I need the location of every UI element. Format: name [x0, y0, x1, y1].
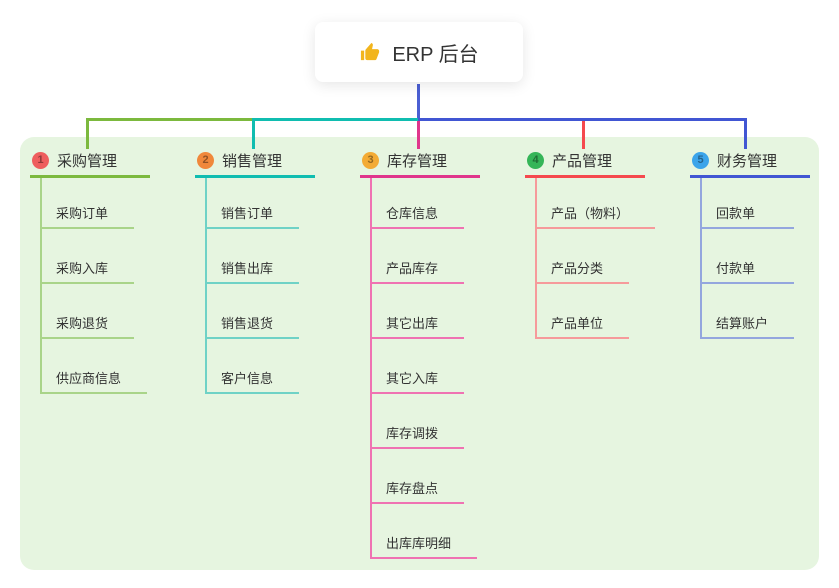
connector-line: [86, 118, 254, 121]
branch-5: 5 财务管理回款单付款单结算账户: [690, 146, 810, 339]
priority-badge-icon: 1: [32, 152, 49, 169]
item-node[interactable]: 库存调拨: [372, 394, 465, 449]
connector-line: [252, 118, 255, 149]
branch-items: 销售订单销售出库销售退货客户信息: [205, 178, 300, 394]
item-node[interactable]: 回款单: [702, 178, 794, 229]
item-node[interactable]: 其它出库: [372, 284, 465, 339]
branch-node[interactable]: 4 产品管理: [525, 146, 645, 178]
item-node[interactable]: 销售订单: [207, 178, 300, 229]
connector-line: [418, 118, 747, 121]
branch-title: 产品管理: [552, 153, 613, 170]
branches-panel: [20, 137, 819, 570]
root-title: ERP 后台: [392, 43, 479, 66]
branch-items: 产品（物料）产品分类产品单位: [535, 178, 656, 339]
item-node[interactable]: 库存盘点: [372, 449, 465, 504]
item-node[interactable]: 销售出库: [207, 229, 300, 284]
item-node[interactable]: 付款单: [702, 229, 794, 284]
thumbs-up-icon: [359, 41, 382, 64]
branch-4: 4 产品管理产品（物料）产品分类产品单位: [525, 146, 656, 339]
item-node[interactable]: 仓库信息: [372, 178, 465, 229]
item-node[interactable]: 出库库明细: [372, 504, 478, 559]
connector-line: [417, 84, 420, 118]
item-node[interactable]: 产品单位: [537, 284, 630, 339]
branch-items: 采购订单采购入库采购退货供应商信息: [40, 178, 148, 394]
priority-badge-icon: 2: [197, 152, 214, 169]
item-node[interactable]: 采购订单: [42, 178, 135, 229]
branch-items: 仓库信息产品库存其它出库其它入库库存调拨库存盘点出库库明细: [370, 178, 478, 559]
priority-badge-icon: 5: [692, 152, 709, 169]
item-node[interactable]: 其它入库: [372, 339, 465, 394]
item-node[interactable]: 客户信息: [207, 339, 300, 394]
branch-node[interactable]: 2 销售管理: [195, 146, 315, 178]
item-node[interactable]: 产品（物料）: [537, 178, 656, 229]
connector-line: [582, 121, 585, 149]
branch-node[interactable]: 5 财务管理: [690, 146, 810, 178]
priority-badge-icon: 4: [527, 152, 544, 169]
item-node[interactable]: 销售退货: [207, 284, 300, 339]
item-node[interactable]: 产品库存: [372, 229, 465, 284]
branch-title: 财务管理: [717, 153, 778, 170]
connector-line: [252, 118, 418, 121]
branch-node[interactable]: 3 库存管理: [360, 146, 480, 178]
branch-title: 采购管理: [57, 153, 118, 170]
connector-line: [86, 118, 89, 149]
branch-3: 3 库存管理仓库信息产品库存其它出库其它入库库存调拨库存盘点出库库明细: [360, 146, 480, 559]
branch-title: 销售管理: [222, 153, 283, 170]
item-node[interactable]: 采购退货: [42, 284, 135, 339]
item-node[interactable]: 产品分类: [537, 229, 630, 284]
branch-node[interactable]: 1 采购管理: [30, 146, 150, 178]
branch-title: 库存管理: [387, 153, 448, 170]
connector-line: [417, 121, 420, 149]
branch-1: 1 采购管理采购订单采购入库采购退货供应商信息: [30, 146, 150, 394]
connector-line: [744, 118, 747, 149]
root-node[interactable]: ERP 后台: [315, 22, 523, 82]
item-node[interactable]: 结算账户: [702, 284, 795, 339]
item-node[interactable]: 采购入库: [42, 229, 135, 284]
item-node[interactable]: 供应商信息: [42, 339, 148, 394]
branch-items: 回款单付款单结算账户: [700, 178, 795, 339]
branch-2: 2 销售管理销售订单销售出库销售退货客户信息: [195, 146, 315, 394]
priority-badge-icon: 3: [362, 152, 379, 169]
